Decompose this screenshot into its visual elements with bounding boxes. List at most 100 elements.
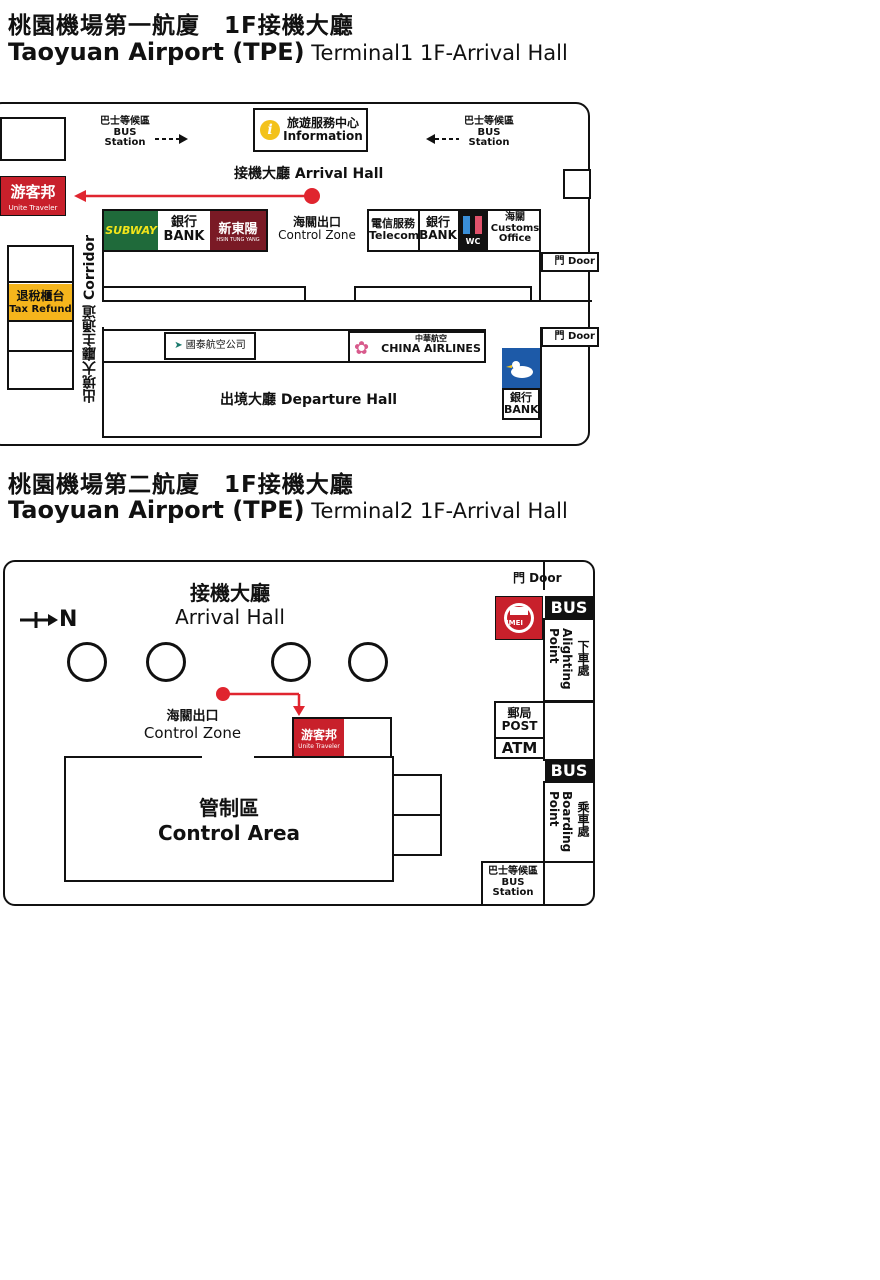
- t1-info-box[interactable]: i 旅遊服務中心 Information: [253, 108, 368, 152]
- t1-tax-line-1: [7, 281, 74, 283]
- t2-arrival-label: 接機大廳 Arrival Hall: [160, 583, 300, 628]
- cathay-label: 國泰航空公司: [185, 340, 246, 351]
- t1-unite-traveler[interactable]: 游客邦 Unite Traveler: [0, 176, 66, 216]
- t2-title-zh: 桃園機場第二航廈 1F接機大廳: [8, 472, 354, 498]
- north-label: N: [59, 607, 78, 632]
- t1-bus-right: 巴士等候區 BUS Station: [456, 116, 522, 149]
- info-label: 旅遊服務中心 Information: [281, 117, 365, 142]
- t1-china-airlines[interactable]: ✿ 中華航空 CHINA AIRLINES: [348, 331, 486, 363]
- tax-zh: 退稅櫃台: [16, 289, 65, 303]
- imei-label: IMEI: [506, 619, 523, 627]
- t2-annex-1: [392, 774, 442, 816]
- post-en: POST: [501, 718, 538, 733]
- t1-bank3-logo: [502, 348, 540, 390]
- t1-title-en: Taoyuan Airport (TPE) Terminal1 1F-Arriv…: [8, 38, 568, 66]
- t1-title-main: Taoyuan Airport (TPE): [8, 38, 305, 66]
- t1-bus-left: 巴士等候區 BUS Station: [92, 116, 158, 149]
- t2-right-divider: [543, 560, 545, 590]
- t1-door-box-1[interactable]: 門 Door: [541, 252, 599, 272]
- north-arrow-icon: [20, 612, 58, 628]
- north-arrow: N: [18, 607, 82, 633]
- bank2-en: BANK: [419, 227, 457, 242]
- t1-corridor-line: [102, 300, 592, 302]
- board-en2: Point: [547, 791, 561, 827]
- bird-icon: [506, 361, 533, 378]
- bank3-en: BANK: [504, 402, 539, 416]
- t2-control-zone: 海關出口 Control Zone: [135, 710, 250, 741]
- pillar-1: [67, 642, 107, 682]
- xdy-en: HSIN TUNG YANG: [216, 237, 260, 243]
- bus-right-zh: 巴士等候區: [464, 116, 514, 127]
- t1-divider-1: [418, 210, 420, 251]
- alight-en2: Point: [547, 628, 561, 664]
- unite-zh: 游客邦: [10, 183, 56, 201]
- t2-post[interactable]: 郵局 POST: [494, 701, 545, 739]
- t2-control-area: 管制區 Control Area: [64, 756, 394, 882]
- t1-customs[interactable]: 海關 Customs Office: [489, 212, 541, 245]
- t2-unite-traveler[interactable]: 游客邦 Unite Traveler: [294, 719, 344, 757]
- t2-bus-station[interactable]: 巴士等候區 BUS Station: [481, 861, 545, 906]
- bus-left-en2: Station: [104, 137, 146, 148]
- t2-right-room: [543, 701, 595, 761]
- t1-subway[interactable]: SUBWAY: [104, 211, 158, 250]
- t2-title-sub: Terminal2 1F-Arrival Hall: [304, 499, 568, 523]
- t2-alighting[interactable]: Alighting Point 下車處: [543, 618, 595, 702]
- t1-room-topleft: [0, 117, 66, 161]
- t1-wc[interactable]: WC: [458, 211, 488, 250]
- t2-atm[interactable]: ATM: [494, 737, 545, 759]
- t1-shop-row-right: [367, 209, 541, 252]
- restroom-icon: [463, 216, 482, 234]
- info-en: Information: [283, 128, 363, 143]
- alight-en1: Alighting: [560, 628, 574, 690]
- alight-en: Alighting Point: [547, 628, 574, 690]
- bus-left-zh: 巴士等候區: [100, 116, 150, 127]
- post-label: 郵局 POST: [496, 707, 543, 732]
- cathay-icon: ➤: [174, 340, 183, 351]
- bank2-zh: 銀行: [425, 215, 450, 229]
- pillar-3: [271, 642, 311, 682]
- tax-en: Tax Refund: [9, 304, 72, 315]
- t2-imei-logo: IMEI: [495, 596, 543, 640]
- t1-telecom[interactable]: 電信服務 Telecom: [369, 217, 419, 241]
- t1-wall-2: [539, 252, 541, 302]
- xdy-zh: 新東陽: [218, 222, 258, 237]
- t1-door-box-2[interactable]: 門 Door: [541, 327, 599, 347]
- control-area-en: Control Area: [157, 821, 301, 845]
- t2-map: 接機大廳 Arrival Hall N 海關出口 Control Zone 游客…: [0, 560, 600, 910]
- t1-tax-refund[interactable]: 退稅櫃台 Tax Refund: [9, 284, 72, 320]
- t1-bank1[interactable]: 銀行 BANK: [160, 216, 208, 243]
- t1-corridor-label: 出境大廳主通道 Corridor: [82, 235, 98, 403]
- t1-xindongyang[interactable]: 新東陽 HSIN TUNG YANG: [210, 211, 266, 250]
- board-en: Boarding Point: [547, 791, 574, 853]
- bus-right-en2: Station: [468, 137, 510, 148]
- t2-boarding[interactable]: Boarding Point 乘車處: [543, 781, 595, 863]
- t1-room-right-small: [563, 169, 591, 199]
- t1-arrival-label: 接機大廳 Arrival Hall: [234, 166, 384, 182]
- t1-outer-frame: [0, 102, 590, 446]
- t1-wall-1: [102, 252, 104, 288]
- arrow-right-icon: [155, 131, 189, 145]
- control-area-zh: 管制區: [199, 796, 259, 820]
- plum-flower-icon: ✿: [354, 338, 370, 359]
- t2-route-arrow: [215, 686, 307, 718]
- t2-bus-en1: BUS: [501, 876, 525, 888]
- t1-cathay[interactable]: ➤ 國泰航空公司: [164, 332, 256, 360]
- pillar-2: [146, 642, 186, 682]
- board-en1: Boarding: [560, 791, 574, 853]
- t1-tax-line-3: [7, 350, 74, 352]
- info-zh: 旅遊服務中心: [286, 116, 359, 130]
- t2-bus-1: BUS: [545, 596, 593, 620]
- t2-bus-zh: 巴士等候區: [488, 866, 538, 877]
- t2-control-gap: [202, 754, 254, 758]
- t2-arrival-zh: 接機大廳: [190, 581, 270, 605]
- arrow-left-icon: [425, 131, 459, 145]
- t1-bank3[interactable]: 銀行 BANK: [502, 388, 540, 420]
- wc-label: WC: [465, 237, 481, 246]
- t2-unite-en: Unite Traveler: [298, 743, 340, 750]
- china-en: CHINA AIRLINES: [381, 342, 481, 356]
- t2-bus-en2: Station: [492, 887, 534, 898]
- telecom-zh: 電信服務: [371, 217, 415, 230]
- t1-bank2[interactable]: 銀行 BANK: [419, 216, 457, 241]
- t2-door[interactable]: 門 Door: [513, 571, 562, 585]
- bank3-zh: 銀行: [510, 391, 532, 404]
